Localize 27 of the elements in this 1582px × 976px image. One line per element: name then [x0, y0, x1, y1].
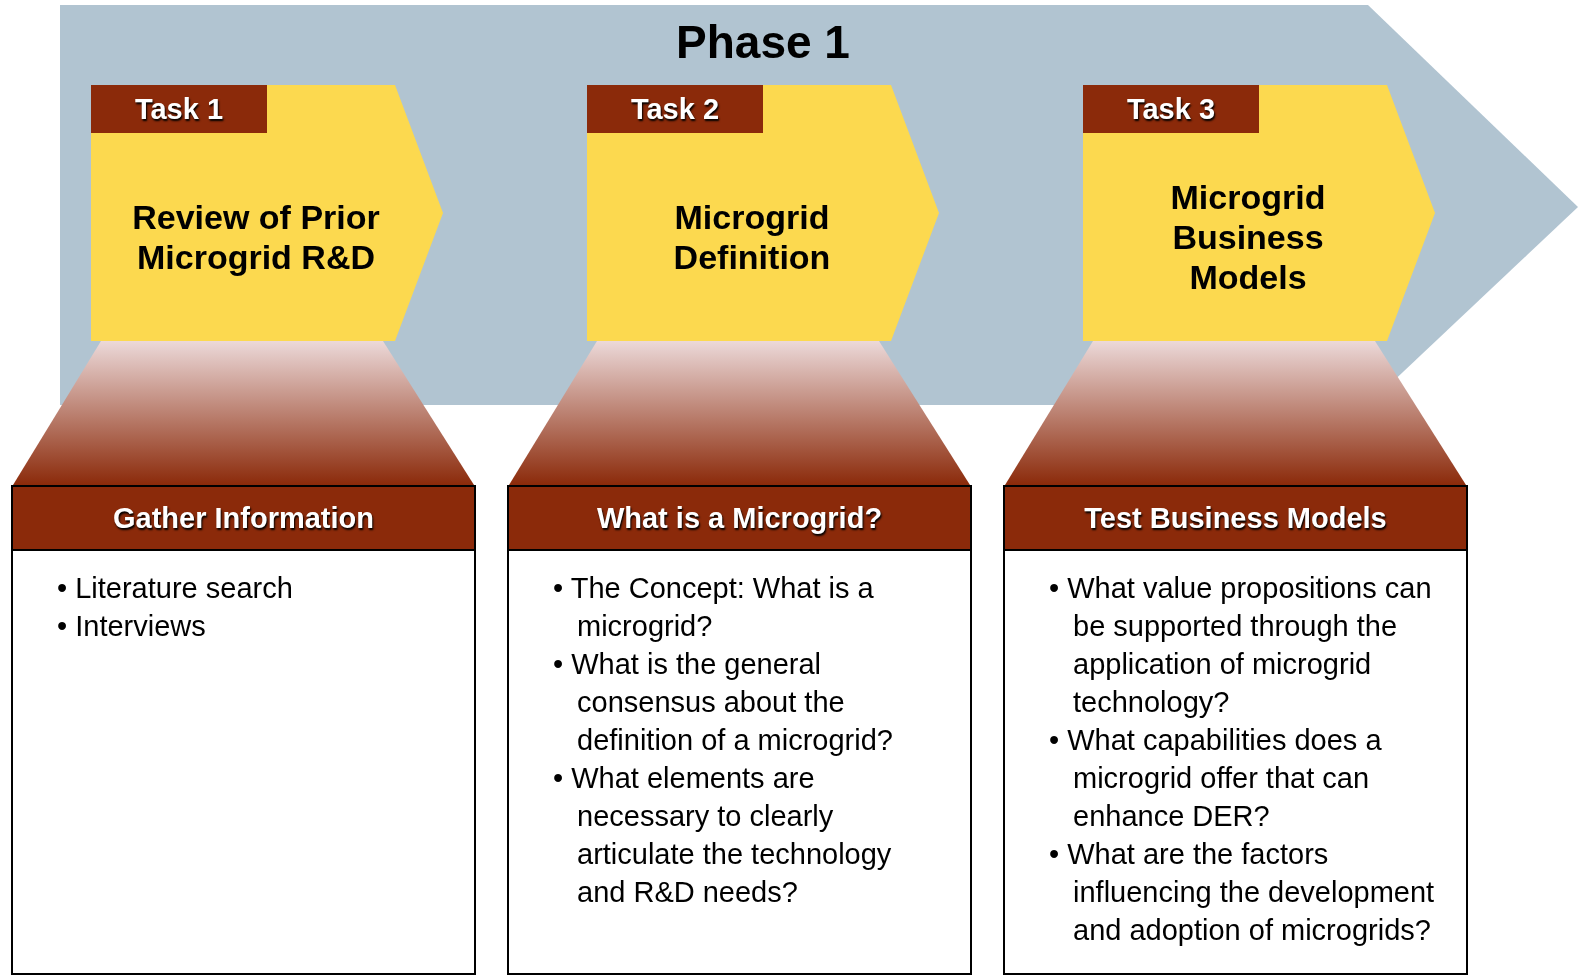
bullet-text: • What value propositions can be supported through the application of microgrid technology?	[1049, 571, 1433, 720]
panel-header: What is a Microgrid?	[509, 487, 970, 551]
task-title: Microgrid Business Models	[1169, 177, 1327, 297]
funnel-connector	[509, 341, 970, 485]
funnel-connector	[13, 341, 474, 485]
task-tab: Task 1	[91, 85, 267, 133]
bullet-text: • What elements are necessary to clearly articulate the technology and R&D needs?	[553, 761, 893, 910]
panel-header: Gather Information	[13, 487, 474, 551]
bullet-text: • Literature search	[57, 571, 294, 606]
bullet-text: • What is the general consensus about the definition of a microgrid?	[553, 647, 894, 758]
task-chevron	[1083, 85, 1435, 341]
funnel-connector	[1005, 341, 1466, 485]
panel-header: Test Business Models	[1005, 487, 1466, 551]
task-title: Microgrid Definition	[672, 197, 832, 277]
task-chevron	[91, 85, 443, 341]
info-panel	[11, 485, 476, 975]
bullet-text: • What capabilities does a microgrid offer that can enhance DER?	[1049, 723, 1383, 834]
info-panel	[1003, 485, 1468, 975]
info-panel	[507, 485, 972, 975]
task-chevron	[587, 85, 939, 341]
task-tab: Task 2	[587, 85, 763, 133]
task-tab: Task 3	[1083, 85, 1259, 133]
bullet-text: • The Concept: What is a microgrid?	[553, 571, 875, 644]
phase-title: Phase 1	[675, 15, 851, 69]
task-title: Review of Prior Microgrid R&D	[131, 197, 381, 277]
bullet-text: • What are the factors influencing the development and adoption of microgrids?	[1049, 837, 1436, 948]
bullet-text: • Interviews	[57, 609, 207, 644]
